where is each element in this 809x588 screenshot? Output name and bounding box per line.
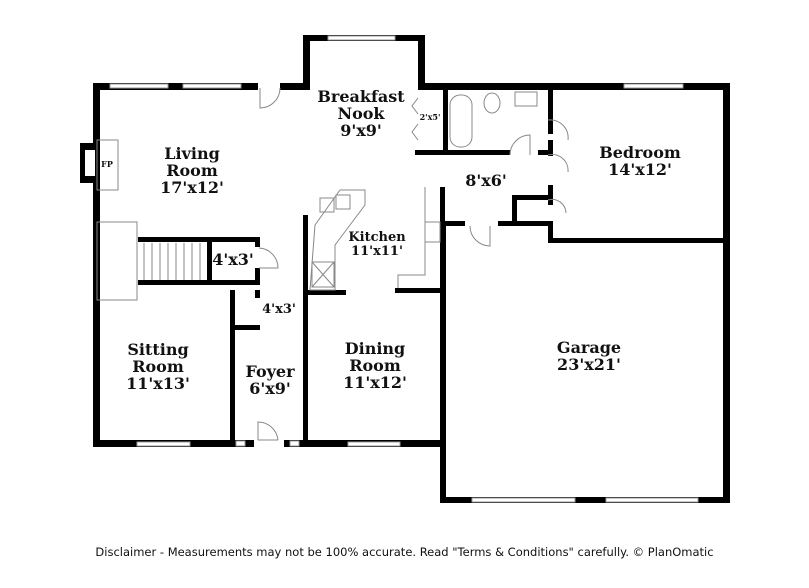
room-kitchen: Kitchen 11'x11' [348,231,405,258]
room-foyer: Foyer 6'x9' [245,362,295,398]
room-size: 11'x13' [126,373,190,393]
room-name: Living [164,144,220,163]
room-living: Living Room 17'x12' [160,144,224,197]
room-name: Sitting [127,340,189,359]
walls [80,35,730,503]
room-size: 11'x11' [351,243,403,259]
room-name: Nook [337,103,385,123]
doors [254,82,569,449]
room-size: 6'x9' [249,378,291,398]
room-closet: 4'x3' [262,302,296,317]
room-name: Garage [556,338,622,357]
room-bedroom: Bedroom 14'x12' [599,143,681,179]
room-name: Room [166,160,218,180]
room-hall: 8'x6' [465,171,507,190]
sink-icon [514,91,538,107]
room-dining: Dining Room 11'x12' [343,339,407,392]
room-sitting: Sitting Room 11'x13' [126,340,190,393]
room-name: Bedroom [599,143,681,162]
room-name: Room [349,355,401,375]
kitchen-sink-icon [309,189,366,291]
fireplace-label: FP [101,159,113,169]
fixtures [96,91,538,301]
toilet-icon [483,92,501,114]
room-garage: Garage 23'x21' [556,338,622,374]
room-size: 11'x12' [343,372,407,392]
room-pantry: 2'x5' [419,112,441,122]
room-closet: 4'x3' [212,250,254,269]
room-size: 9'x9' [340,120,382,140]
room-nook: Breakfast Nook 9'x9' [317,87,405,140]
bathtub-icon [449,94,473,148]
disclaimer: Disclaimer - Measurements may not be 100… [95,545,714,559]
stove-icon [424,221,441,243]
room-name: Kitchen [348,230,406,245]
room-name: Breakfast [317,87,405,106]
room-name: Foyer [245,362,295,381]
windows [109,35,699,503]
room-size: 14'x12' [608,159,672,179]
room-size: 23'x21' [557,354,621,374]
room-name: Room [132,356,184,376]
room-name: Dining [344,339,406,358]
room-size: 17'x12' [160,177,224,197]
